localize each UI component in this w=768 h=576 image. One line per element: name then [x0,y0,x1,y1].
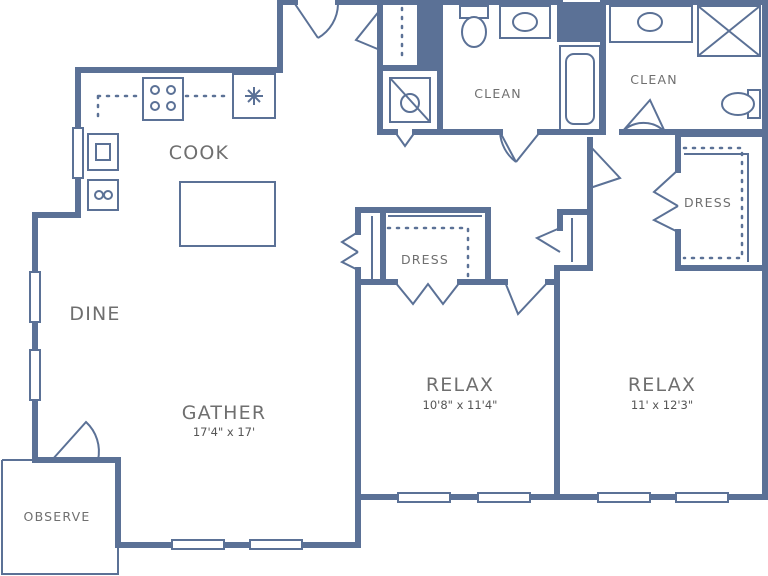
bath-2-fixtures [609,5,761,119]
room-label-clean-1: CLEAN [474,86,522,101]
room-label-dress-2: DRESS [684,195,732,210]
shaft-2 [420,2,440,68]
room-label-gather: GATHER [182,402,267,424]
shaft [557,2,603,42]
sink-icon [87,133,119,171]
room-label-clean-2: CLEAN [630,72,678,87]
laundry [389,6,431,123]
room-label-relax-1: RELAX [426,374,494,396]
closet-shelving [371,146,749,282]
kitchen-island [179,181,276,247]
room-label-dress-1: DRESS [401,252,449,267]
kitchen [87,73,276,247]
windows [29,127,729,550]
stove-icon [142,77,184,121]
toilet-icon [461,16,487,48]
room-label-observe: OBSERVE [24,509,91,524]
room-dimension-relax-2: 11' x 12'3" [631,398,693,412]
doors [51,3,679,461]
toilet-2-icon [721,92,755,116]
bath-1-fixtures [459,5,601,131]
room-dimension-relax-1: 10'8" x 11'4" [423,398,498,412]
room-dimension-gather: 17'4" x 17' [193,425,255,439]
vanity-icon [499,5,551,39]
vanity-2-icon [609,5,693,43]
room-label-dine: DINE [69,303,120,325]
room-label-cook: COOK [169,142,229,164]
room-label-relax-2: RELAX [628,374,696,396]
